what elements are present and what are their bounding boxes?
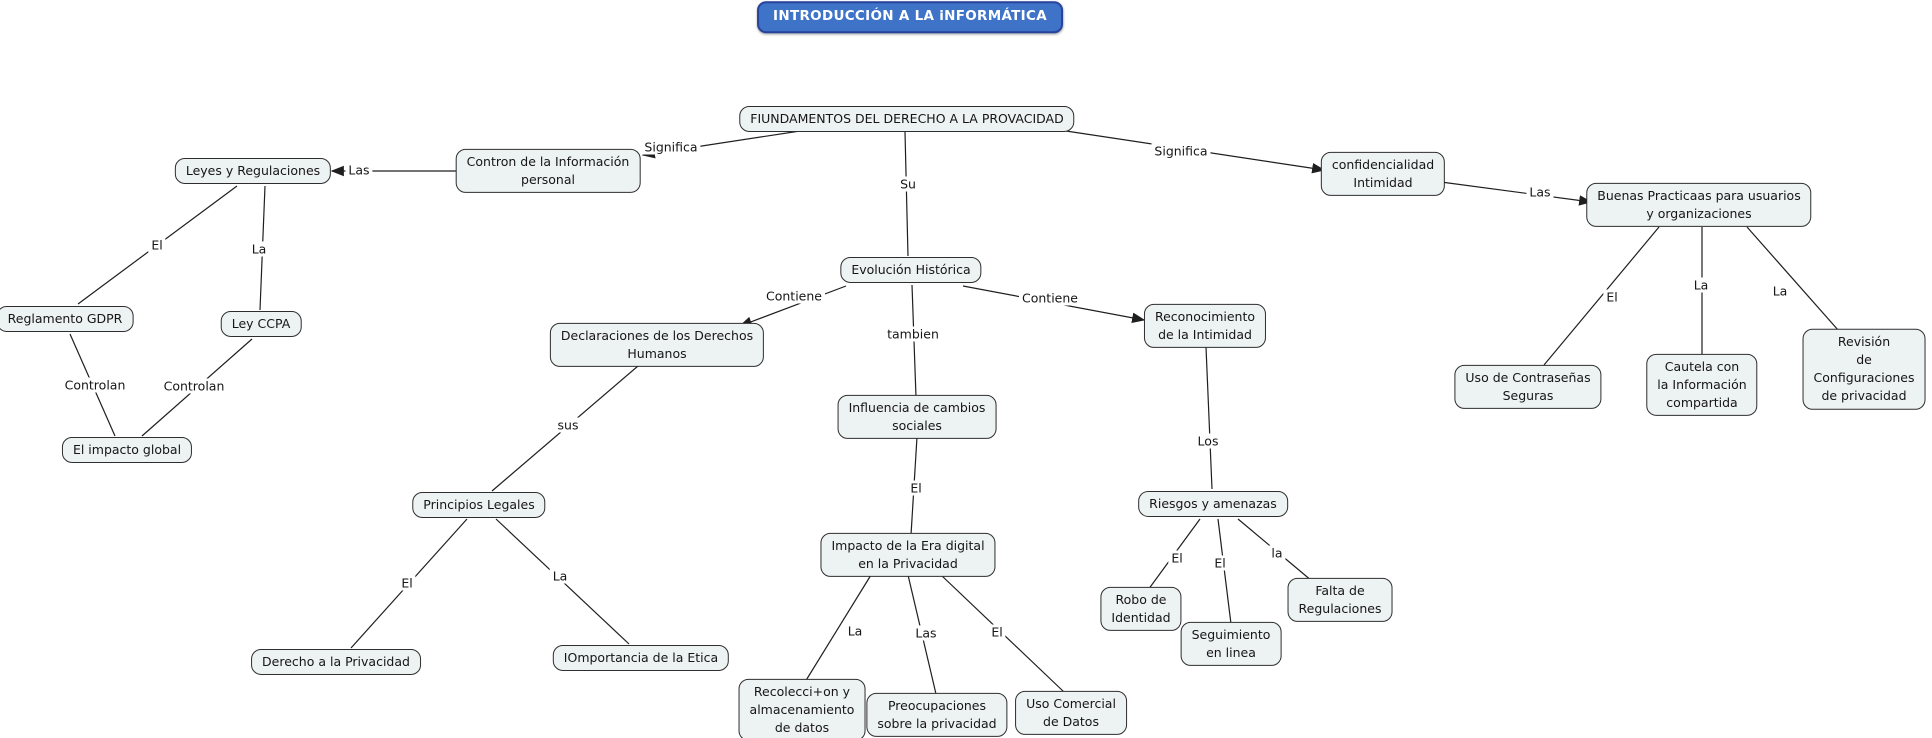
node-contron[interactable]: Contron de la Información personal — [455, 148, 641, 194]
connector-line — [1746, 226, 1847, 340]
edge-label-la-revision[interactable]: La — [1769, 283, 1791, 299]
edge-label-el-derecho[interactable]: El — [398, 575, 416, 591]
node-recoleccion[interactable]: Recolecci+on y almacenamiento de datos — [738, 678, 866, 738]
edge-label-los[interactable]: Los — [1194, 433, 1222, 449]
connector-line — [1543, 226, 1660, 366]
page-title[interactable]: INTRODUCCIÓN A LA iNFORMÁTICA — [757, 1, 1063, 33]
edge-label-el-robo[interactable]: El — [1168, 550, 1186, 566]
edge-label-la-etica[interactable]: La — [549, 568, 571, 584]
node-uso-comercial[interactable]: Uso Comercial de Datos — [1015, 690, 1127, 736]
node-robo[interactable]: Robo de Identidad — [1100, 586, 1182, 632]
edge-label-contiene-left[interactable]: Contiene — [763, 288, 825, 304]
node-iomportancia[interactable]: IOmportancia de la Etica — [552, 644, 730, 672]
edge-label-controlan-2[interactable]: Controlan — [160, 378, 228, 394]
edge-label-sus[interactable]: sus — [554, 417, 582, 433]
node-uso-contrasenas[interactable]: Uso de Contraseñas Seguras — [1454, 364, 1602, 410]
node-impacto-global[interactable]: El impacto global — [61, 436, 193, 464]
edge-label-las-right[interactable]: Las — [1526, 184, 1554, 200]
node-evolucion[interactable]: Evolución Histórica — [840, 256, 982, 284]
edge-label-tambien[interactable]: tambien — [884, 326, 942, 342]
edge-label-las-preocupaciones[interactable]: Las — [912, 625, 940, 641]
edge-label-el-contrasenas[interactable]: El — [1603, 289, 1621, 305]
connector-line — [1217, 518, 1232, 625]
node-fundamentos[interactable]: FIUNDAMENTOS DEL DERECHO A LA PROVACIDAD — [739, 105, 1075, 133]
edge-label-significa-right[interactable]: Significa — [1151, 143, 1211, 159]
connector-line — [738, 285, 847, 327]
edge-label-el-seguimiento[interactable]: El — [1211, 555, 1229, 571]
edge-label-las-left[interactable]: Las — [345, 162, 373, 178]
connector-line — [804, 574, 872, 683]
edge-label-significa-left[interactable]: Significa — [641, 139, 701, 155]
edge-label-contiene-right[interactable]: Contiene — [1019, 290, 1081, 306]
node-impacto-era[interactable]: Impacto de la Era digital en la Privacid… — [820, 532, 996, 578]
edge-label-la-ccpa[interactable]: La — [248, 241, 270, 257]
edge-label-controlan-1[interactable]: Controlan — [61, 377, 129, 393]
edge-label-la-recoleccion[interactable]: La — [844, 623, 866, 639]
node-reconocimiento[interactable]: Reconocimiento de la Intimidad — [1143, 303, 1267, 349]
node-declaraciones[interactable]: Declaraciones de los Derechos Humanos — [549, 322, 765, 368]
edge-label-el-impacto[interactable]: El — [907, 480, 925, 496]
node-reglamento[interactable]: Reglamento GDPR — [0, 305, 134, 333]
connector-line — [1205, 346, 1213, 490]
edge-label-el-gdpr[interactable]: El — [148, 237, 166, 253]
edge-label-su[interactable]: Su — [897, 176, 919, 192]
node-principios[interactable]: Principios Legales — [412, 491, 546, 519]
node-derecho[interactable]: Derecho a la Privacidad — [251, 648, 421, 676]
edge-label-la-cautela[interactable]: La — [1690, 277, 1712, 293]
node-leyes[interactable]: Leyes y Regulaciones — [174, 157, 332, 185]
node-seguimiento[interactable]: Seguimiento en linea — [1180, 621, 1282, 667]
node-influencia[interactable]: Influencia de cambios sociales — [837, 394, 997, 440]
node-cautela[interactable]: Cautela con la Información compartida — [1646, 353, 1758, 417]
node-buenas[interactable]: Buenas Practicaas para usuarios y organi… — [1586, 182, 1812, 228]
node-riesgos[interactable]: Riesgos y amenazas — [1138, 490, 1288, 518]
node-revision[interactable]: Revisión de Configuraciones de privacida… — [1802, 328, 1926, 410]
connector-line — [1440, 181, 1593, 206]
node-falta[interactable]: Falta de Regulaciones — [1287, 577, 1393, 623]
node-preocupaciones[interactable]: Preocupaciones sobre la privacidad — [866, 692, 1008, 738]
node-confidencialidad[interactable]: confidencialidad Intimidad — [1320, 151, 1446, 197]
edge-label-el-uso[interactable]: El — [988, 624, 1006, 640]
node-leyccpa[interactable]: Ley CCPA — [220, 310, 302, 338]
connector-line — [904, 131, 909, 257]
edge-label-la-falta[interactable]: la — [1268, 545, 1286, 561]
